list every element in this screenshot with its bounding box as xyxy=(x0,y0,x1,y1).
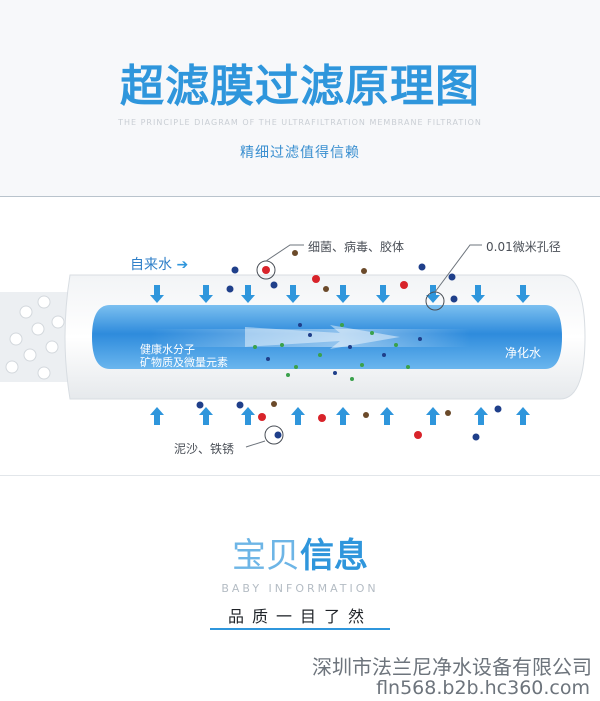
info-title: 宝贝信息 xyxy=(0,528,600,577)
flow-arrow xyxy=(245,325,400,349)
info-subtitle-cn: 品质一目了然 xyxy=(227,607,372,626)
site-domain: fln568.b2b.hc360.com xyxy=(376,677,590,699)
arrow-right-icon: ➔ xyxy=(176,257,189,273)
inlet-label: 自来水 ➔ xyxy=(130,257,189,273)
healthy-label-line1: 健康水分子 xyxy=(140,343,195,356)
callout-lines xyxy=(245,244,482,448)
healthy-label-line2: 矿物质及微量元素 xyxy=(140,356,228,369)
info-title-bold: 信息 xyxy=(300,536,368,576)
company-name: 深圳市法兰尼净水设备有限公司 xyxy=(312,655,592,679)
pore-size-label: 0.01微米孔径 xyxy=(486,240,561,254)
healthy-molecules-label: 健康水分子 矿物质及微量元素 xyxy=(140,343,228,369)
inflow-arrows-bottom xyxy=(150,407,530,425)
filtration-diagram-graphic xyxy=(0,244,586,448)
contaminants-label: 细菌、病毒、胶体 xyxy=(308,240,405,254)
healthy-molecules xyxy=(253,323,422,381)
info-underline xyxy=(210,628,390,630)
inflow-arrows-top xyxy=(150,285,530,303)
info-title-light: 宝贝 xyxy=(232,536,300,576)
info-subtitle-en: BABY INFORMATION xyxy=(221,582,379,595)
fiber-bundle xyxy=(0,292,75,382)
header-divider xyxy=(0,196,600,197)
header-band xyxy=(0,0,600,196)
page-title: 超滤膜过滤原理图 xyxy=(120,61,480,112)
clean-water-label: 净化水 xyxy=(505,346,542,360)
diagram-divider xyxy=(0,475,600,476)
page-subtitle-cn: 精细过滤值得信赖 xyxy=(240,145,360,161)
page-subtitle-en: THE PRINCIPLE DIAGRAM OF THE ULTRAFILTRA… xyxy=(118,118,482,127)
sediment-label: 泥沙、铁锈 xyxy=(174,442,235,456)
